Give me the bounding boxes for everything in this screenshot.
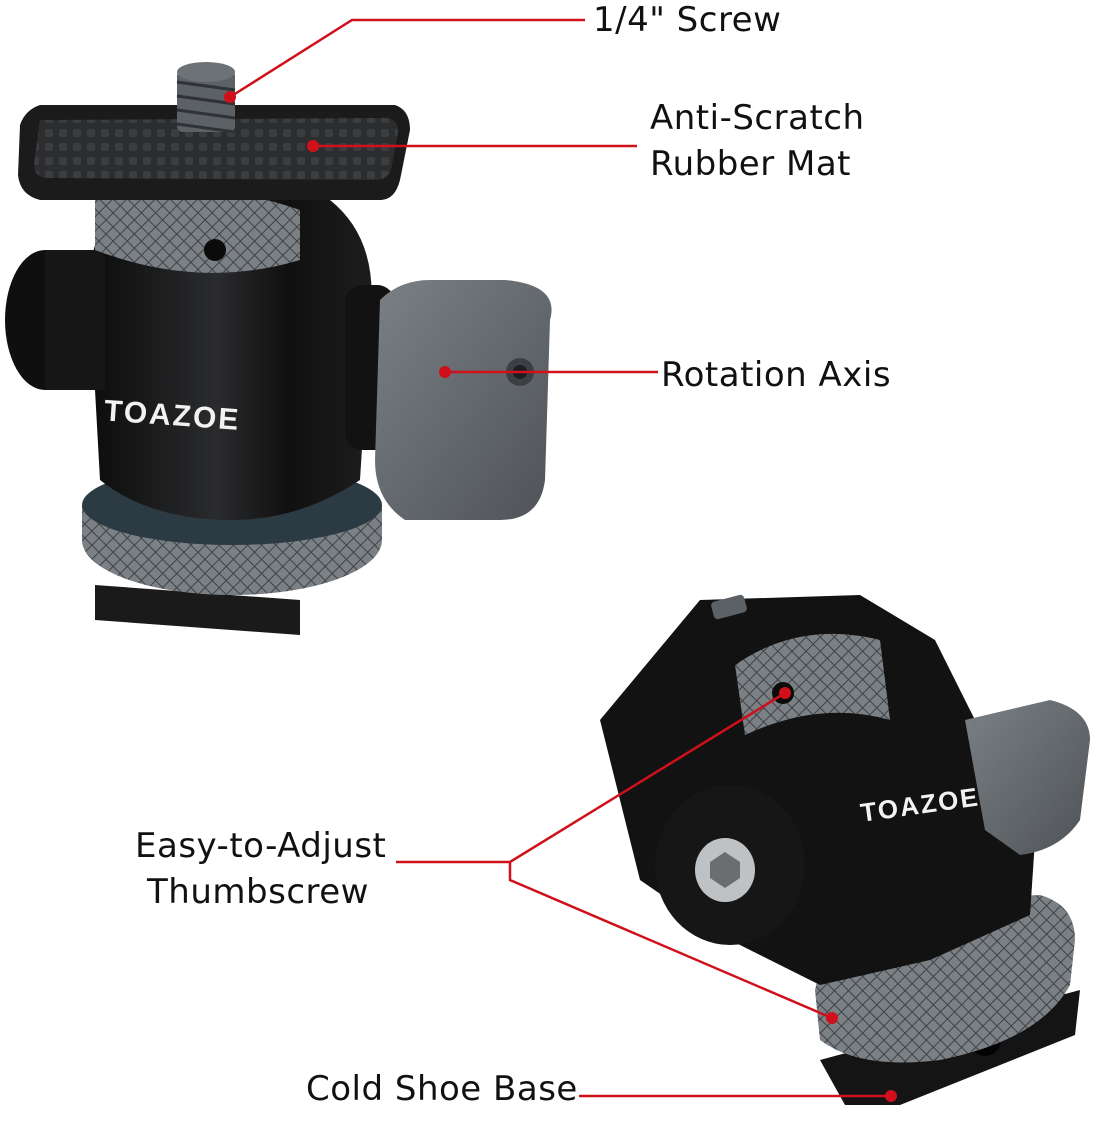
mount-front-view: TOAZOE (5, 62, 552, 635)
callout-rotation-axis: Rotation Axis (661, 352, 891, 398)
upper-knurl-ring (95, 189, 300, 273)
callout-cold-shoe-base: Cold Shoe Base (306, 1066, 578, 1112)
cold-shoe-plate (95, 585, 300, 635)
upper-knurl-ring-angled (735, 633, 890, 735)
thumbscrew-hole-top (204, 239, 226, 261)
rotation-axis-knob (375, 280, 552, 520)
callout-thumbscrew: Easy-to-Adjust Thumbscrew (135, 823, 387, 915)
callout-screw: 1/4" Screw (593, 0, 781, 43)
callout-screw-text: 1/4" Screw (593, 0, 782, 40)
mount-angled-view: TOAZOE (600, 594, 1090, 1105)
callout-thumb-line2: Thumbscrew (147, 872, 369, 912)
leader-lines (229, 18, 891, 1098)
callout-mat-line2: Rubber Mat (650, 144, 852, 184)
callout-base-text: Cold Shoe Base (306, 1069, 578, 1109)
leader-dots (224, 91, 897, 1102)
rubber-mat (34, 118, 398, 180)
leader-screw (229, 18, 585, 99)
callout-mat-line1: Anti-Scratch (650, 98, 865, 138)
mount-body (89, 200, 372, 520)
callout-rubber-mat: Anti-Scratch Rubber Mat (650, 95, 865, 187)
leader-thumb-bottom (508, 862, 833, 1020)
rotation-knob-angled (965, 700, 1090, 855)
callout-thumb-line1: Easy-to-Adjust (135, 826, 387, 866)
callout-axis-text: Rotation Axis (661, 355, 892, 395)
